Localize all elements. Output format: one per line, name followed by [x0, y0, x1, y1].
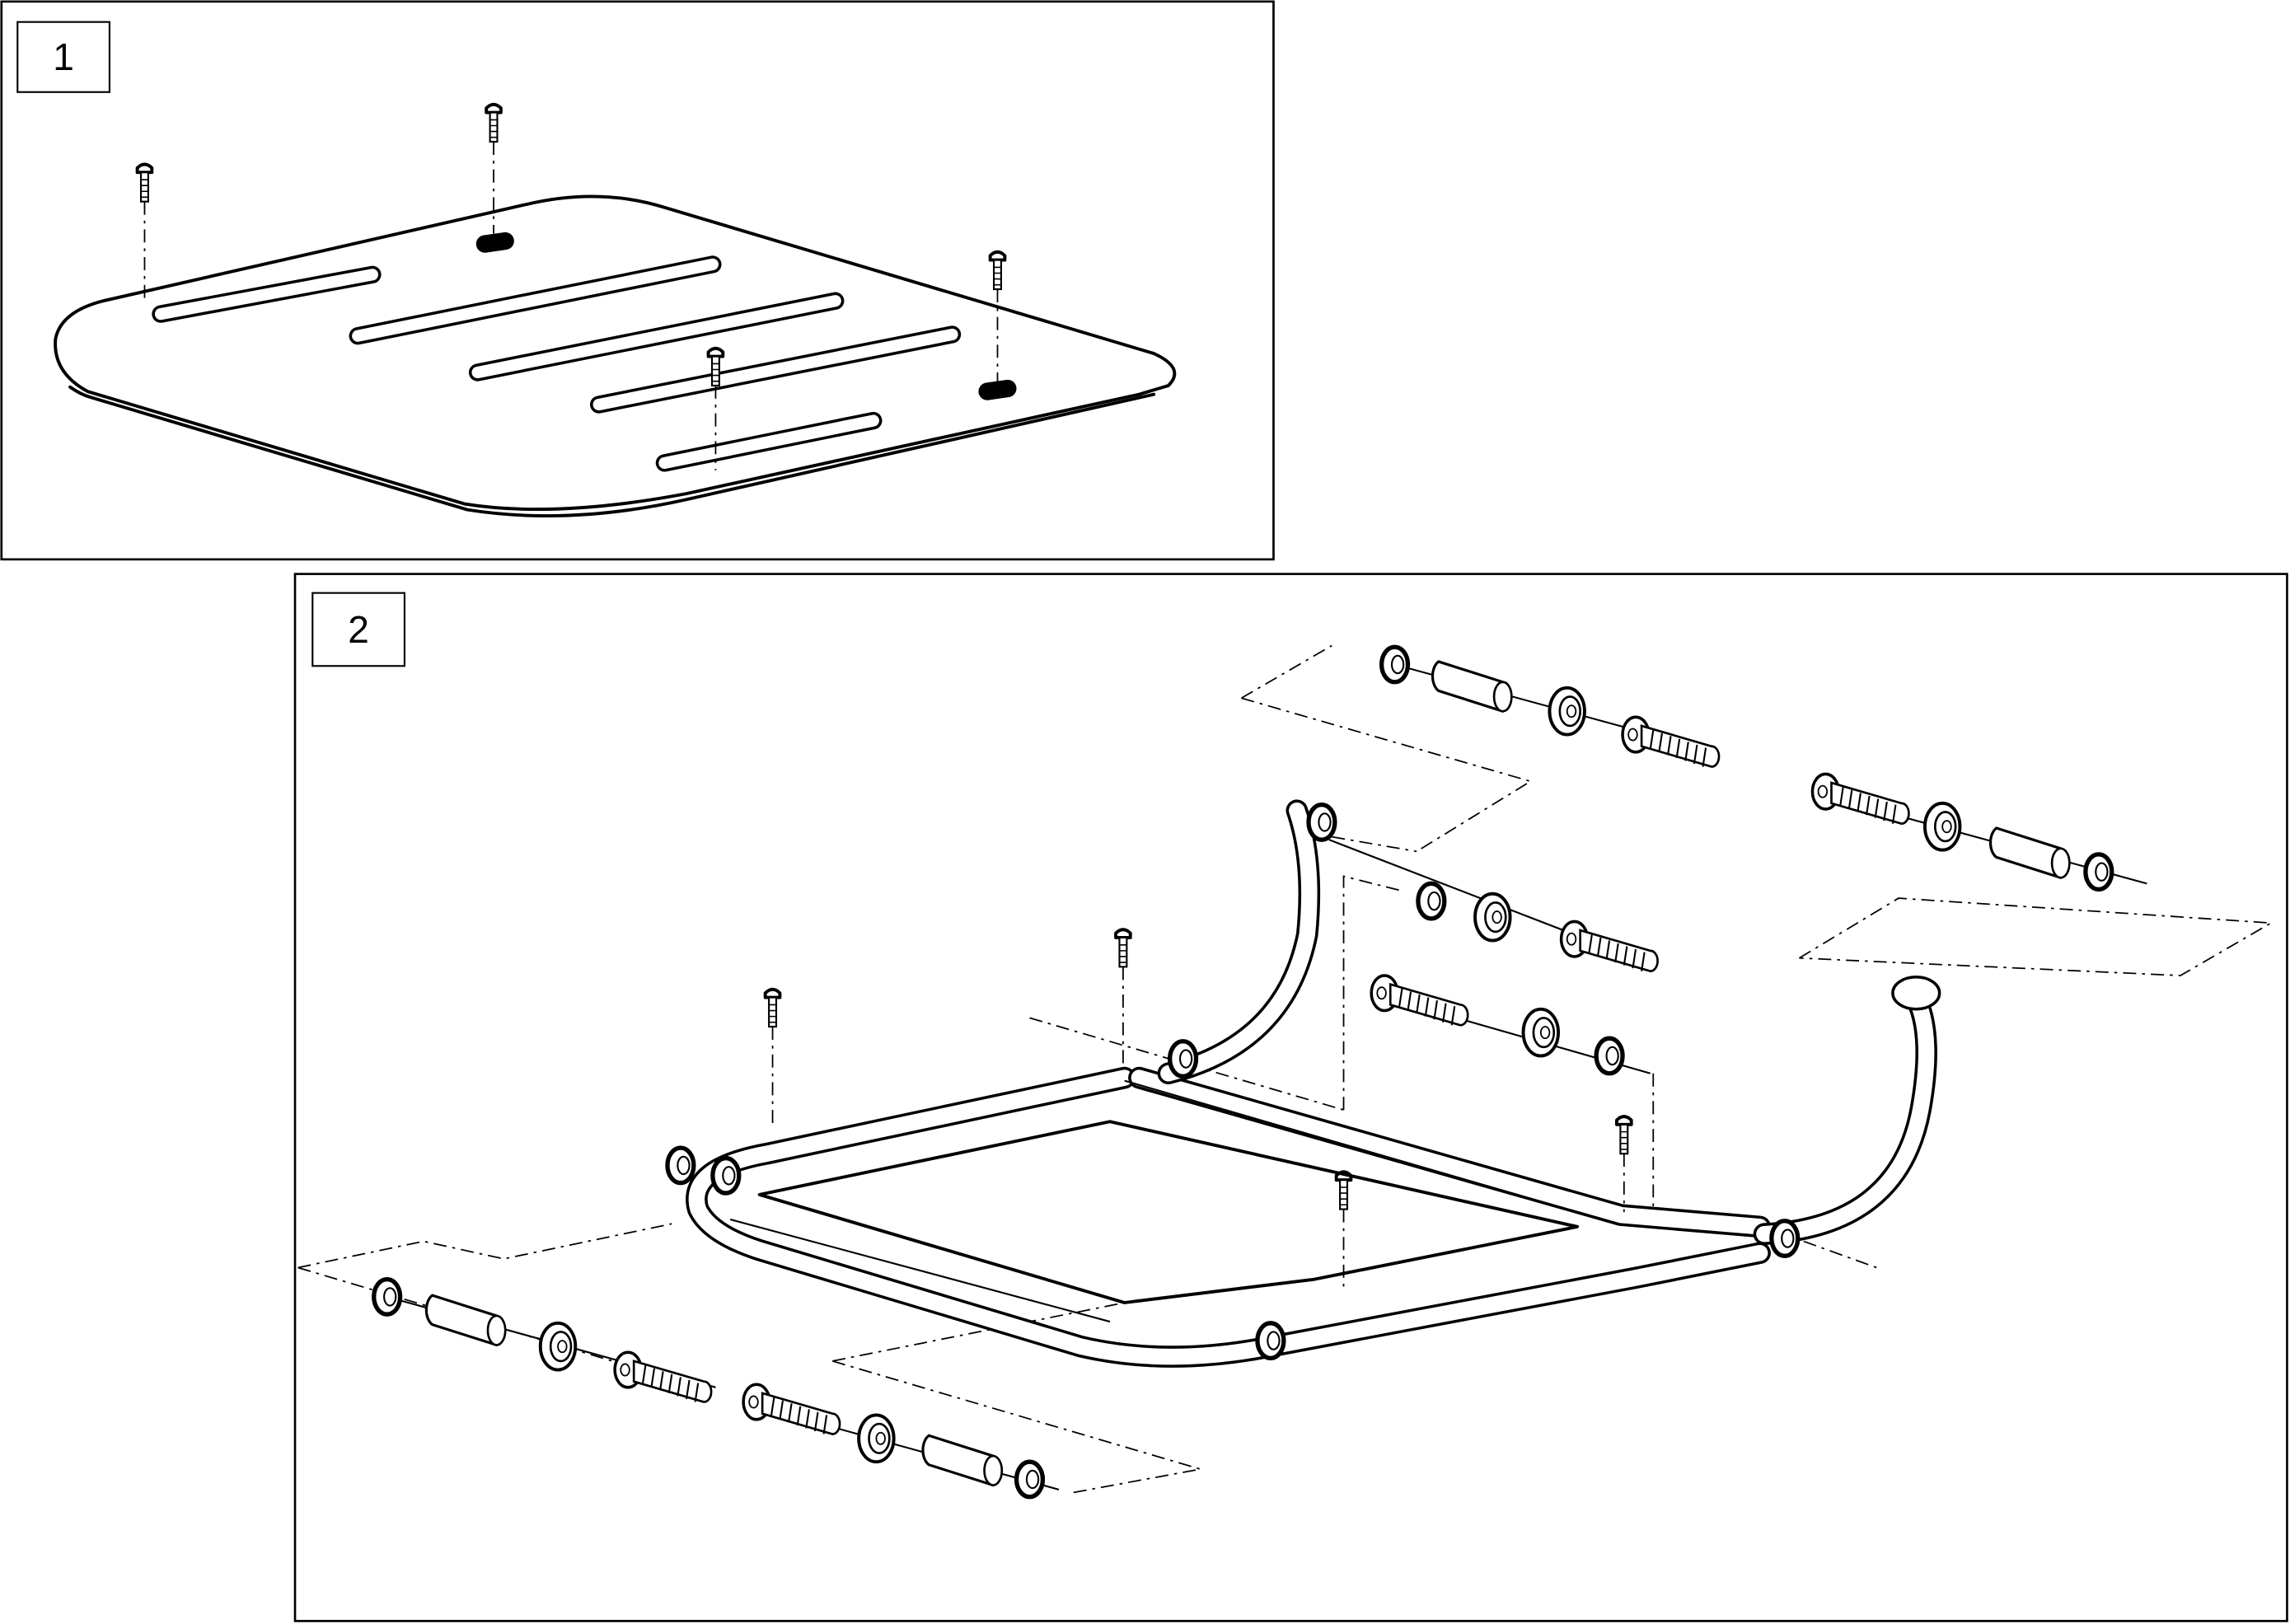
- screw-icon: [1615, 1115, 1633, 1156]
- hardware-set-lower-middle: [1370, 974, 1651, 1074]
- spacer-icon: [1988, 826, 2071, 879]
- washer-icon: [1418, 883, 1445, 919]
- panel-2-border: [293, 573, 2288, 1622]
- hardware-set-top: [1382, 647, 1721, 769]
- washer-icon: [857, 1413, 896, 1464]
- bolt-icon: [1621, 715, 1721, 769]
- screw-icon: [485, 102, 503, 143]
- washer-icon: [1596, 1038, 1623, 1074]
- plate-screws: [135, 102, 1007, 470]
- spacer-icon: [1431, 660, 1513, 713]
- screw-icon: [1334, 1170, 1353, 1211]
- seat-frame: [686, 799, 1941, 1368]
- washer-icon: [538, 1321, 578, 1372]
- bolt-icon: [613, 1350, 713, 1404]
- washer-icon: [1473, 892, 1512, 943]
- screw-icon: [1114, 928, 1132, 969]
- hardware-set-right: [1810, 772, 2147, 890]
- panel-1-label-box: [16, 21, 110, 93]
- screw-icon: [135, 162, 154, 204]
- hardware-set-middle: [1328, 839, 1660, 973]
- dash-dot-guides: [297, 644, 2274, 1494]
- spacer-icon: [424, 1294, 507, 1346]
- washer-icon: [1382, 647, 1408, 682]
- panel-1: 1: [0, 0, 1275, 561]
- bolt-icon: [742, 1383, 841, 1436]
- washer-icon: [2086, 854, 2112, 890]
- screw-icon: [763, 987, 782, 1028]
- washer-icon: [374, 1280, 400, 1315]
- washer-icon: [1922, 801, 1962, 852]
- bolt-icon: [1810, 772, 1911, 826]
- floor-plate: [54, 194, 1177, 517]
- washer-icon: [1521, 1007, 1561, 1058]
- hardware-set-bottom-left: [374, 1280, 716, 1404]
- hardware-set-bottom: [742, 1383, 1060, 1497]
- panel-2: 2: [293, 573, 2288, 1622]
- bolt-icon: [1559, 920, 1660, 973]
- frame-screws: [763, 928, 1633, 1293]
- panel-2-label: 2: [348, 608, 369, 651]
- spacer-icon: [921, 1434, 1004, 1487]
- bolt-icon: [1370, 974, 1469, 1027]
- panel-1-border: [0, 0, 1275, 561]
- screw-icon: [988, 250, 1007, 291]
- panel-2-label-box: [311, 592, 405, 667]
- washer-icon: [1017, 1462, 1043, 1497]
- panel-1-label: 1: [53, 35, 74, 78]
- washer-icon: [1548, 686, 1586, 737]
